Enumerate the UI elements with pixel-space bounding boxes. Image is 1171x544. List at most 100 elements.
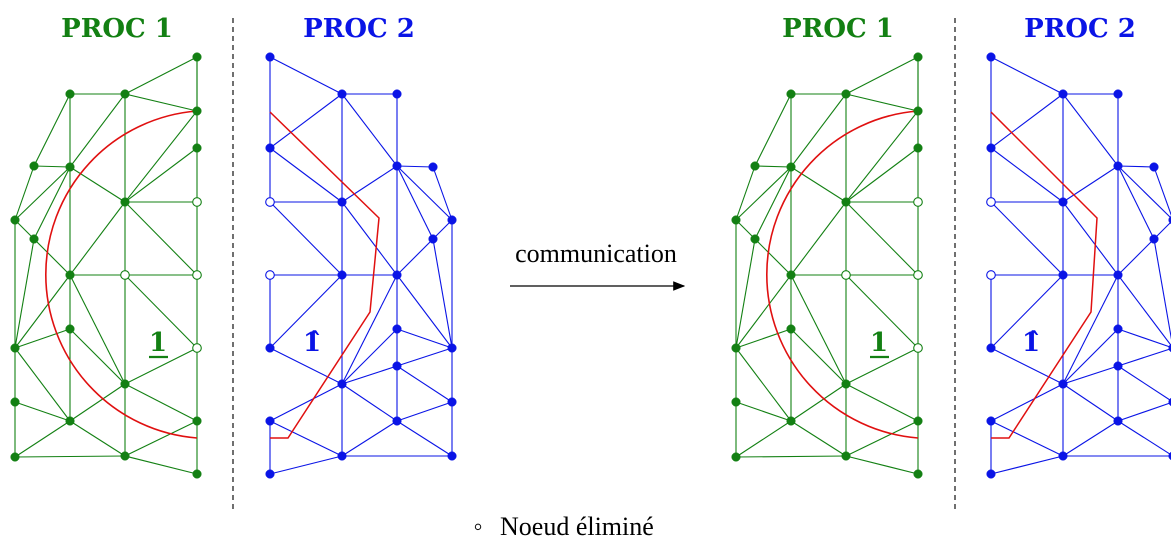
mesh-node <box>265 52 275 62</box>
mesh-node <box>65 162 75 172</box>
mesh-node <box>10 215 20 225</box>
proc2-mesh <box>265 52 457 479</box>
legend-symbol-icon: ◦ <box>473 512 482 541</box>
mesh-edge <box>845 455 919 475</box>
mesh-edge <box>1117 420 1171 456</box>
mesh-node <box>913 52 923 62</box>
mesh-edge <box>124 383 198 422</box>
mesh-edge <box>1153 238 1171 340</box>
mesh-edge <box>1153 166 1171 217</box>
mesh-node <box>841 451 851 461</box>
mesh-edge <box>735 165 756 221</box>
mesh-nodes <box>731 52 923 479</box>
mesh-node <box>913 106 923 116</box>
mesh-node <box>986 416 996 426</box>
mesh-edge <box>124 274 198 349</box>
mesh-edge <box>341 383 398 422</box>
mesh-edge <box>1062 328 1119 385</box>
mesh-node <box>428 162 438 172</box>
mesh-edge <box>69 201 126 276</box>
mesh-edge <box>1117 348 1171 367</box>
proc1-title: PROC 1 <box>782 14 894 44</box>
mesh-node <box>841 89 851 99</box>
mesh-node <box>1168 343 1171 353</box>
mesh-node <box>1058 197 1068 207</box>
mesh-edge <box>1062 383 1119 422</box>
mesh-edge <box>790 93 847 168</box>
mesh-edge <box>432 238 453 349</box>
mesh-edge <box>341 201 398 276</box>
mesh-edge <box>124 420 198 457</box>
mesh-edge <box>1117 165 1155 168</box>
mesh-edge <box>396 365 453 403</box>
mesh-node <box>10 452 20 462</box>
mesh-node <box>337 89 347 99</box>
mesh-edge <box>735 401 792 422</box>
legend: ◦ Noeud éliminé <box>473 512 653 541</box>
mesh-edge <box>990 147 1064 203</box>
mesh-node <box>65 324 75 334</box>
mesh-node <box>392 270 402 280</box>
mesh-edge <box>396 165 453 221</box>
mesh-nodes <box>10 52 202 479</box>
proc2-title: PROC 2 <box>1024 14 1136 44</box>
mesh-node <box>913 143 923 153</box>
mesh-edges <box>269 56 453 475</box>
mesh-edge <box>69 274 126 385</box>
mesh-edge <box>1117 165 1171 219</box>
interface-polyline <box>990 111 1098 439</box>
mesh-node <box>841 379 851 389</box>
mesh-node <box>265 343 275 353</box>
mesh-edge <box>790 166 847 203</box>
mesh-edge <box>735 238 756 349</box>
mesh-edge <box>990 56 1064 95</box>
eliminated-node <box>841 270 851 280</box>
mesh-node <box>1113 324 1123 334</box>
mesh-edge <box>1062 365 1119 385</box>
mesh-edge <box>341 274 398 385</box>
mesh-node <box>120 451 130 461</box>
mesh-edge <box>990 347 1064 385</box>
mesh-edge <box>396 238 434 276</box>
mesh-node <box>29 161 39 171</box>
mesh-edge <box>754 165 792 168</box>
mesh-node <box>265 416 275 426</box>
mesh-node <box>1149 234 1159 244</box>
mesh-edge <box>845 383 919 422</box>
mesh-edge <box>14 165 35 221</box>
mesh-node <box>1058 379 1068 389</box>
panel-before: PROC 1 PROC 2 1 1̂ <box>10 14 457 512</box>
mesh-edge <box>1117 165 1155 240</box>
eliminated-node <box>913 343 923 353</box>
proc2-region-label: 1̂ <box>303 328 321 358</box>
panel-after: PROC 1 PROC 2 1 1̂ <box>731 14 1171 512</box>
mesh-nodes <box>265 52 457 479</box>
interface-polyline <box>269 111 380 439</box>
eliminated-node <box>265 270 275 280</box>
mesh-edge <box>990 93 1064 149</box>
mesh-node <box>731 452 741 462</box>
mesh-edge <box>341 93 398 167</box>
mesh-edge <box>269 274 343 349</box>
mesh-edge <box>735 347 792 422</box>
mesh-edge <box>69 166 126 203</box>
mesh-edge <box>1062 274 1119 385</box>
mesh-edge <box>14 238 35 349</box>
proc1-region-label: 1 <box>870 328 888 358</box>
mesh-edge <box>396 347 453 367</box>
mesh-node <box>913 416 923 426</box>
mesh-node <box>337 270 347 280</box>
mesh-edge <box>14 420 71 458</box>
mesh-edge <box>735 455 847 458</box>
mesh-node <box>986 52 996 62</box>
mesh-edge <box>1117 328 1171 348</box>
mesh-edge <box>990 201 1064 276</box>
mesh-edge <box>1062 165 1119 203</box>
mesh-node <box>337 197 347 207</box>
mesh-edge <box>990 274 1064 349</box>
mesh-node <box>428 234 438 244</box>
mesh-edge <box>69 93 126 168</box>
mesh-edges <box>735 56 919 475</box>
mesh-node <box>192 416 202 426</box>
